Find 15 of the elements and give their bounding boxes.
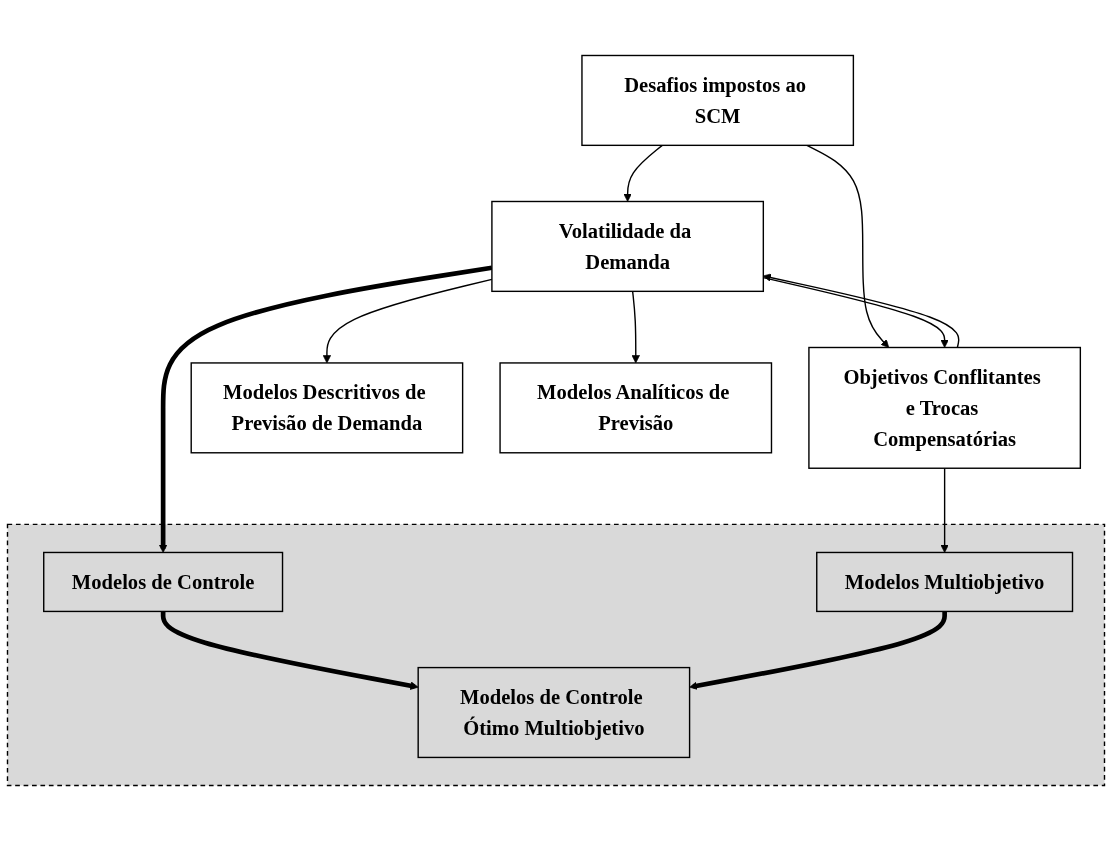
arrow (160, 611, 419, 690)
node-box: Volatilidade da Demanda (491, 200, 765, 293)
arrow (631, 290, 640, 364)
arrow (806, 144, 890, 348)
node-box: Modelos de Controle Ótimo Multiobjetivo (417, 666, 691, 759)
cluster (6, 523, 1106, 787)
node-box: Objetivos Conflitantes e Trocas Compensatórias (808, 346, 1082, 469)
node-box: Modelos Multiobjetivo (816, 551, 1074, 613)
arrow (940, 467, 949, 553)
node-box: Modelos Analíticos de Previsão (499, 362, 773, 454)
arrow (689, 611, 947, 690)
node-box: Modelos Descritivos de Previsão de Demanda (190, 362, 464, 454)
node-box: Desafios impostos ao SCM (581, 54, 855, 147)
arrow (623, 144, 663, 202)
node-box: Modelos de Controle (43, 551, 284, 613)
